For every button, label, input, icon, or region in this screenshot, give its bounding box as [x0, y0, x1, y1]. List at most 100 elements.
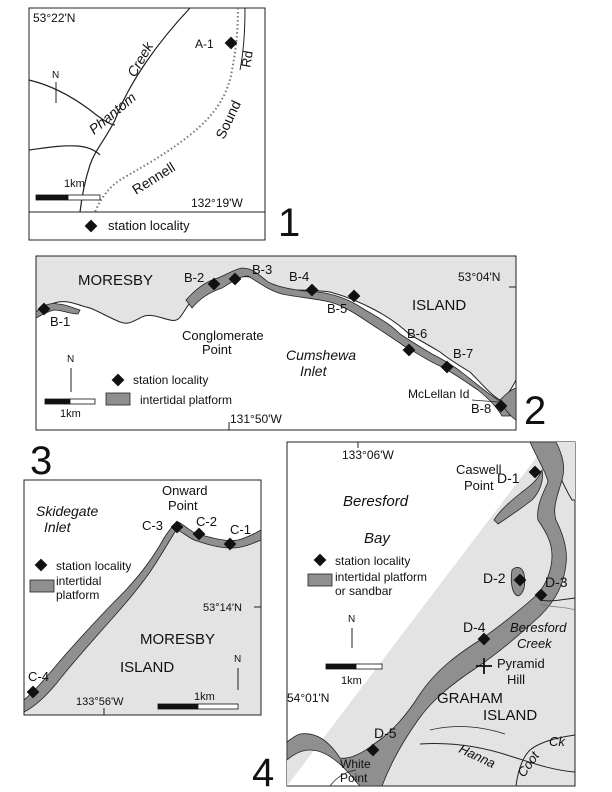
label-hill: Hill: [507, 672, 525, 687]
label-island-4: ISLAND: [483, 707, 537, 724]
station-marker-B-3: [228, 272, 242, 286]
station-label-C-2: C-2: [196, 514, 217, 529]
map-4: D-1 D-2 D-3 D-4 D-5 133°06'W 54°01'N Cas…: [286, 441, 576, 787]
label-beresford-creek-2: Creek: [517, 636, 553, 651]
map-2-stations: [37, 272, 508, 413]
panel-number-4: 4: [252, 751, 274, 792]
station-marker-A-1: [224, 36, 238, 50]
label-conglomerate-point: Point: [202, 342, 232, 357]
station-label-C-1: C-1: [230, 522, 251, 537]
label-cumshewa: Cumshewa: [286, 347, 356, 363]
map-3-scale-label: 1km: [194, 691, 215, 703]
map-3-legend-station: station locality: [56, 559, 131, 573]
label-pyramid: Pyramid: [497, 656, 545, 671]
label-caswell: Caswell: [456, 462, 502, 477]
map-4-intertidal-platform: [286, 441, 567, 787]
panel-number-1: 1: [278, 201, 300, 245]
map-3: C-3 C-2 C-1 C-4 Onward Point Skidegate I…: [23, 479, 262, 716]
station-label-C-3: C-3: [142, 518, 163, 533]
map-2-scale-label: 1km: [60, 408, 81, 420]
map-2-north-label: N: [67, 354, 74, 365]
map-1-longitude: 132°19'W: [191, 196, 243, 210]
label-beresford-creek-1: Beresford: [510, 620, 567, 635]
map-3-legend-platform-2: platform: [56, 588, 99, 602]
map-2-legend-station: station locality: [133, 373, 208, 387]
label-skidegate-inlet: Inlet: [44, 519, 72, 535]
creek-tributary: [28, 79, 116, 126]
station-label-B-8: B-8: [471, 401, 491, 416]
label-inlet: Inlet: [300, 363, 328, 379]
station-label-B-2: B-2: [184, 270, 204, 285]
road-edge: [239, 7, 246, 71]
map-4-scale-bar-dark: [325, 663, 357, 670]
creek-tributary-2: [28, 145, 101, 156]
map-3-longitude: 133°56'W: [76, 696, 124, 708]
map-3-north-label: N: [234, 654, 241, 665]
map-4-scale-label: 1km: [341, 675, 362, 687]
map-2-legend-platform-icon: [105, 392, 131, 406]
white-point-road: [329, 769, 357, 787]
label-skidegate: Skidegate: [36, 503, 98, 519]
map-4-legend-station: station locality: [335, 554, 410, 568]
station-label-D-3: D-3: [545, 574, 568, 590]
label-onward-point: Point: [168, 498, 198, 513]
label-beresford: Beresford: [343, 493, 409, 510]
map-4-legend-platform-1: intertidal platform: [335, 570, 427, 584]
station-label-B-5: B-5: [327, 301, 347, 316]
label-caswell-point: Point: [464, 478, 494, 493]
map-1-legend-station: station locality: [108, 218, 190, 233]
station-label-D-2: D-2: [483, 570, 506, 586]
label-white: White: [340, 757, 371, 771]
station-label-D-4: D-4: [463, 619, 486, 635]
map-3-scale-bar-dark: [157, 703, 199, 710]
label-moresby: MORESBY: [78, 272, 153, 289]
label-conglomerate: Conglomerate: [182, 328, 264, 343]
map-1-frame: [28, 7, 266, 241]
station-marker-B-2: [207, 277, 221, 291]
map-2-latitude: 53°04'N: [458, 270, 500, 284]
moresby-island-land: [35, 255, 517, 401]
map-2-legend-station-icon: [111, 373, 125, 387]
label-bay: Bay: [364, 530, 391, 547]
map-2-longitude: 131°50'W: [230, 412, 282, 426]
label-island-3: ISLAND: [120, 659, 174, 676]
label-graham: GRAHAM: [437, 690, 503, 707]
panel-number-3: 3: [30, 439, 52, 483]
label-white-point: Point: [340, 771, 368, 785]
station-label-B-4: B-4: [289, 269, 309, 284]
map-2: B-1 B-2 B-3 B-4 B-5 B-6 B-7 B-8 MORESBY …: [35, 255, 546, 433]
beresford-creek-line-2: [539, 603, 576, 611]
station-label-B-6: B-6: [407, 326, 427, 341]
map-3-latitude: 53°14'N: [203, 602, 242, 614]
hanna-creek-line: [419, 743, 576, 773]
map-4-legend-platform-2: or sandbar: [335, 584, 392, 598]
station-marker-B-7: [440, 360, 454, 374]
map-1-latitude: 53°22'N: [33, 11, 75, 25]
map-2-scale-bar-light: [69, 398, 96, 405]
station-marker-B-8: [494, 399, 508, 413]
map-4-longitude: 133°06'W: [342, 448, 394, 462]
map-2-scale-bar-dark: [44, 398, 71, 405]
label-onward: Onward: [162, 483, 208, 498]
mclellan-leader-line: [471, 399, 499, 403]
map-4-scale-bar-light: [355, 663, 383, 670]
map-1-legend-station-icon: [84, 219, 98, 233]
map-1-scale-bar-dark: [35, 194, 69, 201]
station-label-B-1: B-1: [50, 314, 70, 329]
label-rd: Rd: [238, 50, 256, 69]
map-3-intertidal-platform: [23, 521, 262, 713]
station-label-B-7: B-7: [453, 346, 473, 361]
map-4-platform-caswell: [493, 468, 543, 525]
station-marker-B-4: [305, 283, 319, 297]
coot-creek-line: [515, 734, 576, 787]
station-marker-B-6: [402, 343, 416, 357]
phantom-creek-line: [79, 7, 191, 213]
map-3-legend-platform-1: intertidal: [56, 574, 101, 588]
map-1: A-1 53°22'N 132°19'W Creek Phantom Rd So…: [28, 7, 300, 245]
station-label-A-1: A-1: [195, 37, 214, 51]
beresford-creek-line: [539, 597, 576, 602]
station-marker-B-5: [347, 289, 361, 303]
map-4-north-label: N: [348, 614, 355, 625]
map-2-legend-platform: intertidal platform: [140, 393, 232, 407]
